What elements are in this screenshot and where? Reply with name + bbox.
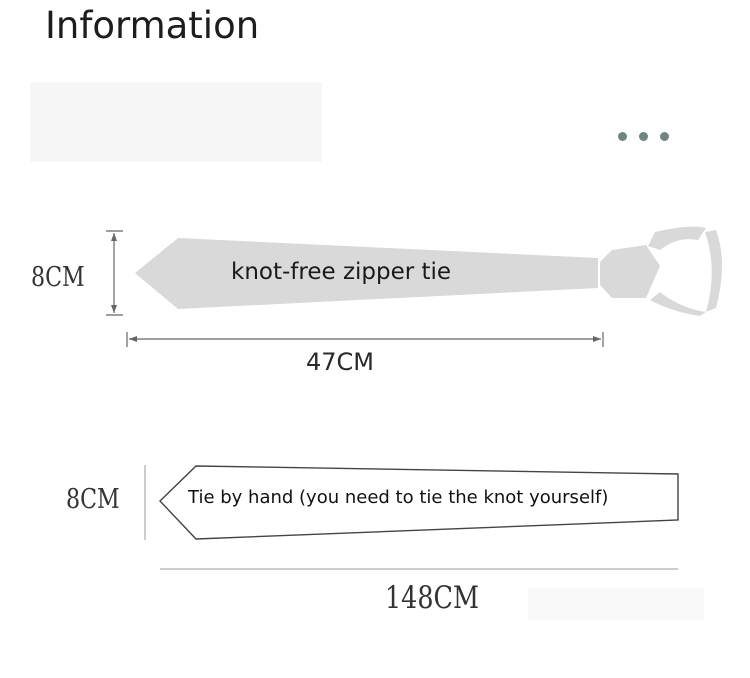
length-dimension-1 [126,332,604,347]
height-dimension-1 [106,230,123,316]
dot-icon [639,132,648,141]
dot-icon [660,132,669,141]
page-title: Information [45,4,260,47]
hand-tie-length-label: 148CM [385,580,480,616]
more-dots-icon[interactable] [618,132,669,141]
dot-icon [618,132,627,141]
zipper-tie-neck-band [648,226,706,250]
hand-tie-text: Tie by hand (you need to tie the knot yo… [188,487,609,508]
zipper-tie-width-label: 8CM [31,262,85,293]
zipper-tie-neck-band [650,292,706,316]
zipper-tie-neck-band [705,230,722,312]
blank-banner [30,82,322,162]
blank-footer-patch [528,588,704,620]
zipper-tie-text: knot-free zipper tie [231,259,452,285]
zipper-tie-length-label: 47CM [306,348,375,376]
hand-tie-width-label: 8CM [66,484,120,515]
zipper-tie-body [135,238,598,309]
hand-tie-body [159,465,679,540]
zipper-tie-knot [600,245,660,298]
